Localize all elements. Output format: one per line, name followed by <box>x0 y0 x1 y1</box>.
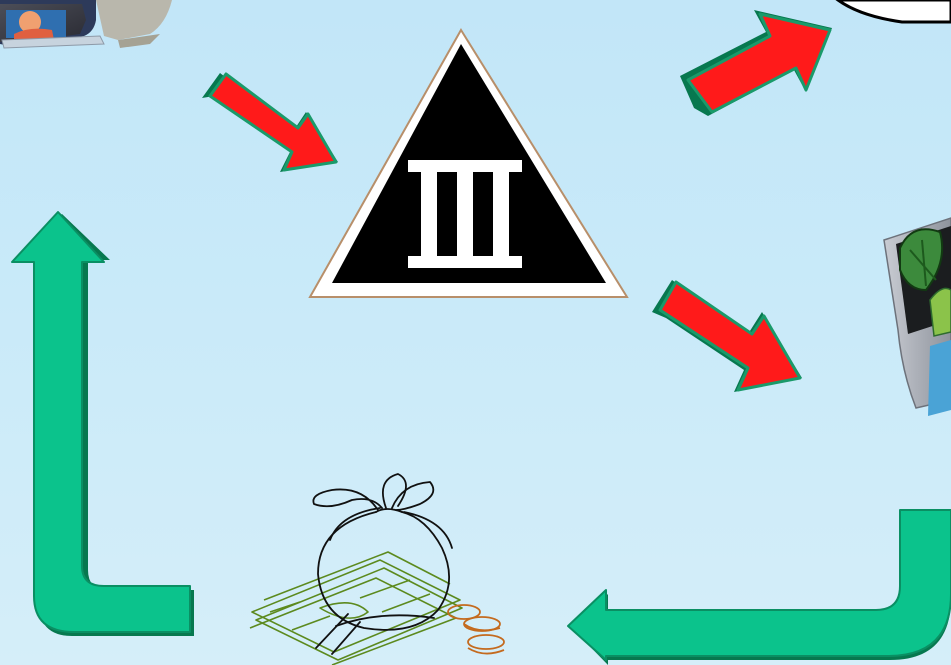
coins-icon <box>447 604 505 655</box>
cropped-circle-edge <box>835 0 951 24</box>
roman-numeral-three-glyph <box>408 160 522 268</box>
computer-user-clipart-icon <box>0 0 172 49</box>
red-arrow-center-to-right <box>652 280 802 392</box>
green-arrow-bottom-left-up <box>11 211 194 636</box>
red-arrow-left-to-center <box>202 72 338 172</box>
banknotes-icon <box>249 551 463 665</box>
red-arrow-center-to-top-right <box>680 10 832 116</box>
money-bag-clipart-icon <box>312 473 453 655</box>
triangle-warning-sign <box>308 28 629 298</box>
plant-bin-clipart-icon <box>883 217 951 416</box>
green-arrow-right-to-bottom <box>567 509 951 665</box>
